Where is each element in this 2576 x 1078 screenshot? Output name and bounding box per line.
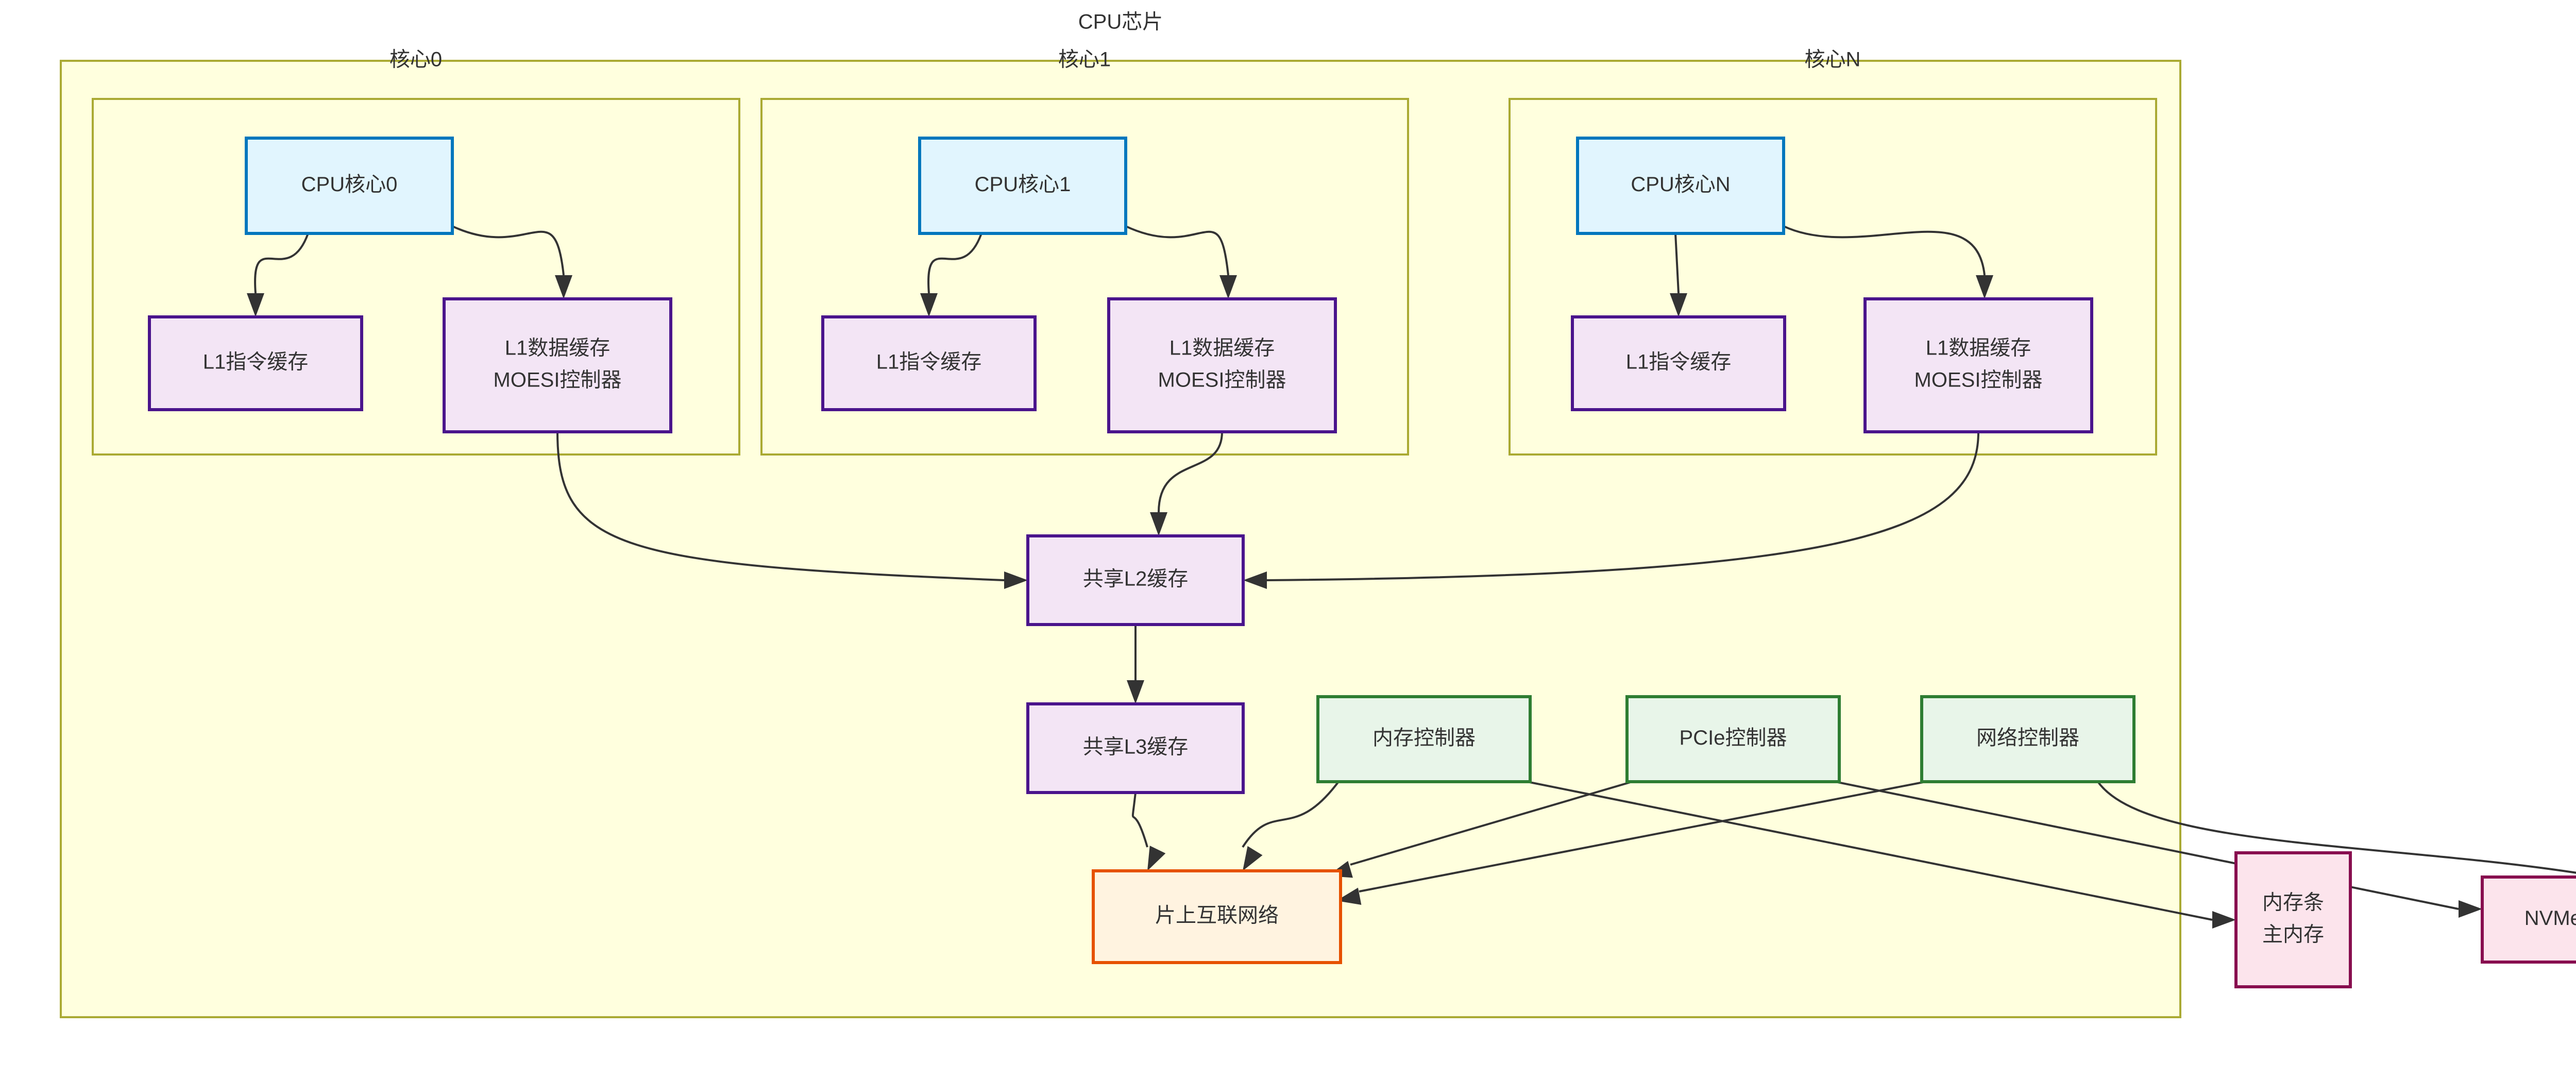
edge-mc-to-dram — [1527, 781, 2213, 921]
edge-cpuN-to-l1dN-arrowhead — [1976, 275, 1993, 299]
edge-l1d0-to-l2 — [556, 431, 1005, 581]
node-box-pcie[interactable] — [1625, 695, 1841, 783]
edge-l2-to-l3-arrowhead — [1127, 680, 1144, 704]
edge-cpu0-to-l1i0 — [254, 233, 309, 294]
node-l1iN[interactable]: L1指令缓存 — [1571, 315, 1786, 411]
node-label-l2-0: 共享L2缓存 — [1083, 568, 1189, 591]
node-box-nic[interactable] — [1920, 695, 2136, 783]
node-box-l1dN[interactable] — [1863, 297, 2093, 433]
node-label-l1d0-1: MOESI控制器 — [494, 369, 622, 392]
node-label-l3-0: 共享L3缓存 — [1083, 736, 1189, 759]
cluster-label-coreN: 核心N — [1805, 48, 1861, 71]
node-label-l1i0-0: L1指令缓存 — [203, 351, 309, 374]
node-l1i1[interactable]: L1指令缓存 — [821, 315, 1037, 411]
edge-l1d0-to-l2-arrowhead — [1004, 571, 1028, 589]
node-l3[interactable]: 共享L3缓存 — [1026, 702, 1245, 794]
edge-l3-to-noc — [1131, 792, 1148, 848]
edge-l1d1-to-l2-arrowhead — [1150, 512, 1167, 536]
node-box-l2[interactable] — [1026, 534, 1245, 626]
node-label-nic-0: 网络控制器 — [1976, 727, 2079, 749]
node-l1d0[interactable]: L1数据缓存 MOESI控制器 — [443, 297, 672, 433]
edge-cpu1-to-l1d1 — [1125, 225, 1229, 276]
node-box-cpu1[interactable] — [918, 137, 1127, 235]
node-label-l1d1-1: MOESI控制器 — [1158, 369, 1286, 392]
edge-cpu0-to-l1d0 — [452, 225, 565, 276]
node-ssd[interactable]: NVMe SSD — [2481, 875, 2576, 964]
node-label-noc-0: 片上互联网络 — [1155, 904, 1279, 927]
node-label-mc-0: 内存控制器 — [1372, 727, 1476, 749]
edge-pcie-to-noc — [1350, 781, 1633, 866]
node-label-dram-1: 主内存 — [2262, 923, 2324, 946]
edge-cpuN-to-l1iN-arrowhead — [1670, 293, 1687, 317]
edge-cpuN-to-l1iN — [1674, 233, 1680, 294]
node-label-l1d1-0: L1数据缓存 — [1170, 337, 1275, 360]
node-cpuN[interactable]: CPU核心N — [1576, 137, 1785, 235]
node-box-ssd[interactable] — [2481, 875, 2576, 964]
node-nic[interactable]: 网络控制器 — [1920, 695, 2136, 783]
edge-l1dN-to-l2 — [1266, 431, 1979, 581]
node-pcie[interactable]: PCIe控制器 — [1625, 695, 1841, 783]
cluster-label-chip: CPU芯片 — [1078, 11, 1163, 33]
node-label-pcie-0: PCIe控制器 — [1680, 727, 1787, 749]
edge-mc-to-dram-arrowhead — [2212, 911, 2236, 929]
edge-nic-to-noc — [1359, 781, 1926, 892]
node-noc[interactable]: 片上互联网络 — [1092, 869, 1342, 964]
node-box-l3[interactable] — [1026, 702, 1245, 794]
node-mc[interactable]: 内存控制器 — [1316, 695, 1532, 783]
edge-l1d1-to-l2 — [1158, 431, 1223, 513]
node-box-dram[interactable] — [2234, 851, 2352, 988]
node-label-cpu1-0: CPU核心1 — [975, 173, 1071, 196]
node-l1d1[interactable]: L1数据缓存 MOESI控制器 — [1107, 297, 1337, 433]
cluster-label-core0: 核心0 — [389, 48, 442, 71]
node-label-l1iN-0: L1指令缓存 — [1626, 351, 1732, 374]
node-box-cpuN[interactable] — [1576, 137, 1785, 235]
edge-cpu1-to-l1i1 — [927, 233, 982, 294]
edge-cpu0-to-l1d0-arrowhead — [555, 275, 572, 299]
edge-mc-to-noc-arrowhead — [1243, 846, 1263, 871]
edge-nic-to-noc-arrowhead — [1336, 887, 1362, 905]
node-cpu0[interactable]: CPU核心0 — [245, 137, 454, 235]
edge-nic-to-net — [2097, 781, 2576, 874]
node-box-cpu0[interactable] — [245, 137, 454, 235]
node-label-dram-0: 内存条 — [2262, 891, 2324, 914]
edge-l3-to-noc-arrowhead — [1147, 846, 1166, 871]
node-label-cpu0-0: CPU核心0 — [301, 173, 398, 196]
edge-l1dN-to-l2-arrowhead — [1243, 571, 1267, 589]
node-label-l1i1-0: L1指令缓存 — [876, 351, 982, 374]
cluster-label-core1: 核心1 — [1058, 48, 1111, 71]
edge-cpuN-to-l1dN — [1783, 225, 1986, 276]
node-box-noc[interactable] — [1092, 869, 1342, 964]
node-box-l1d0[interactable] — [443, 297, 672, 433]
edge-cpu1-to-l1i1-arrowhead — [920, 293, 938, 317]
node-box-mc[interactable] — [1316, 695, 1532, 783]
node-label-l1dN-1: MOESI控制器 — [1914, 369, 2043, 392]
edge-cpu0-to-l1i0-arrowhead — [247, 293, 264, 317]
node-box-l1iN[interactable] — [1571, 315, 1786, 411]
node-l1i0[interactable]: L1指令缓存 — [148, 315, 363, 411]
node-box-l1d1[interactable] — [1107, 297, 1337, 433]
node-l2[interactable]: 共享L2缓存 — [1026, 534, 1245, 626]
node-box-l1i1[interactable] — [821, 315, 1037, 411]
edge-cpu1-to-l1d1-arrowhead — [1219, 275, 1237, 299]
node-l1dN[interactable]: L1数据缓存 MOESI控制器 — [1863, 297, 2093, 433]
edge-pcie-to-ssd — [1835, 781, 2459, 910]
node-label-cpuN-0: CPU核心N — [1631, 173, 1730, 196]
node-label-l1dN-0: L1数据缓存 — [1926, 337, 2031, 360]
edge-mc-to-noc — [1242, 781, 1340, 848]
node-label-l1d0-0: L1数据缓存 — [505, 337, 611, 360]
node-label-ssd-0: NVMe SSD — [2524, 907, 2576, 930]
node-box-l1i0[interactable] — [148, 315, 363, 411]
node-cpu1[interactable]: CPU核心1 — [918, 137, 1127, 235]
edge-pcie-to-ssd-arrowhead — [2459, 900, 2482, 918]
